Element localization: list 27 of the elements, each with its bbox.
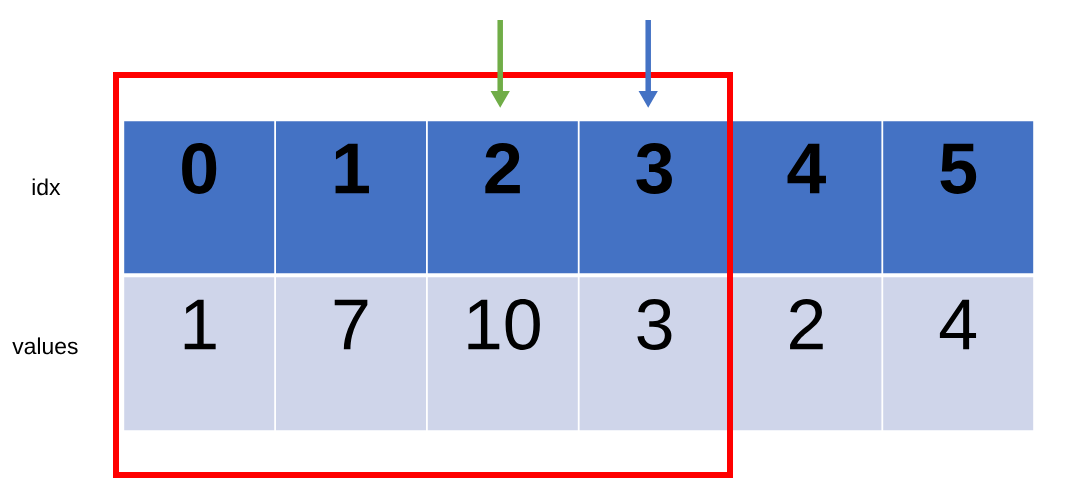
value-cell: 2	[731, 277, 882, 431]
value-cell: 4	[883, 277, 1034, 431]
header-cell: 4	[731, 121, 882, 274]
header-cell: 2	[427, 121, 578, 274]
header-cell: 1	[276, 121, 426, 274]
node-label: 1	[184, 299, 216, 350]
value-cell: 1	[124, 277, 275, 431]
header-cell: 5	[883, 121, 1034, 274]
highlight-frame	[113, 72, 733, 478]
value-cell: 7	[276, 277, 426, 431]
row-label: idx	[32, 178, 61, 196]
node-label: 2	[485, 143, 520, 194]
value-cell: 3	[579, 277, 730, 431]
node-label: 4	[939, 299, 977, 350]
row-label: values	[12, 337, 78, 355]
node-label: 10	[468, 299, 540, 350]
node-label: 2	[790, 299, 823, 350]
node-label: 4	[787, 143, 826, 194]
value-cell: 10	[427, 277, 578, 431]
node-label: 5	[940, 143, 977, 194]
node-label: 1	[335, 143, 369, 194]
node-label: 7	[334, 299, 368, 350]
node-label: 3	[637, 299, 672, 350]
node-label: 0	[182, 143, 217, 194]
header-cell: 3	[579, 121, 730, 274]
header-cell: 0	[124, 121, 275, 274]
node-label: 3	[636, 143, 672, 194]
